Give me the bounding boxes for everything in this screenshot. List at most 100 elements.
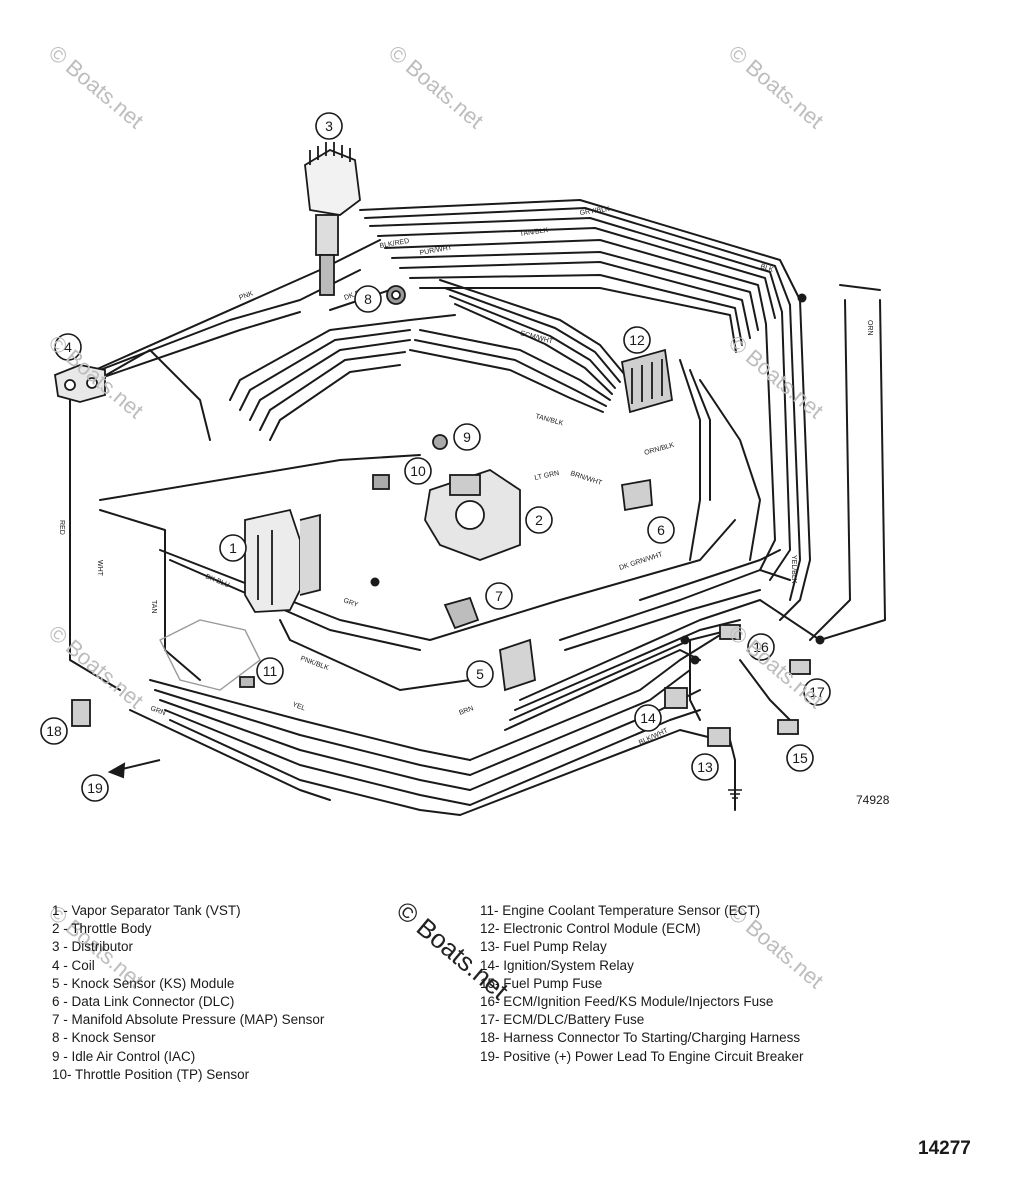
engine-block-outline [159, 619, 261, 691]
callout-4: 4 [54, 333, 82, 361]
harness-outer-loop [69, 399, 736, 816]
svg-text:6: 6 [657, 522, 665, 538]
svg-text:2: 2 [535, 512, 543, 528]
svg-text:10: 10 [410, 463, 426, 479]
legend-item: 9 - Idle Air Control (IAC) [52, 1048, 196, 1064]
wire-label: ECM/WHT [519, 330, 554, 346]
coil [54, 364, 106, 403]
legend-item: 15- Fuel Pump Fuse [480, 975, 603, 991]
callout-14: 14 [634, 704, 662, 732]
coil-lead [94, 239, 381, 371]
harness-right-verticals [679, 284, 886, 641]
harness-left-loop [79, 269, 456, 441]
legend-item: 19- Positive (+) Power Lead To Engine Ci… [480, 1048, 804, 1064]
callout-12: 12 [623, 326, 651, 354]
wire-label: PNK/BLK [299, 655, 329, 672]
svg-text:11: 11 [263, 663, 278, 679]
svg-text:5: 5 [476, 666, 484, 682]
svg-text:14: 14 [640, 710, 656, 726]
iac [432, 434, 448, 450]
wire-label: BLK [759, 263, 774, 274]
svg-text:4: 4 [64, 339, 72, 355]
knock-sensor [386, 285, 406, 305]
wire-label: DK GRN/WHT [618, 551, 664, 572]
wire-label: RED [58, 520, 65, 535]
svg-text:7: 7 [495, 588, 503, 604]
wire-label: GRN [149, 705, 166, 717]
legend-item: 14- Ignition/System Relay [480, 957, 634, 973]
power-lead-arrow [107, 759, 161, 779]
wire-label: TAN/BLK [534, 413, 564, 427]
legend-item: 16- ECM/Ignition Feed/KS Module/Injector… [480, 994, 774, 1010]
callout-7: 7 [485, 582, 513, 610]
harness-lower-right [459, 549, 821, 816]
wire-label: TAN/BLK [519, 227, 549, 238]
wire-label: WHT [96, 560, 103, 577]
callout-6: 6 [647, 516, 675, 544]
legend-item: 12- Electronic Control Module (ECM) [480, 921, 701, 937]
ecm [620, 348, 673, 414]
callout-1: 1 [219, 534, 247, 562]
ignition-relay [664, 687, 688, 709]
legend-item: 7 - Manifold Absolute Pressure (MAP) Sen… [52, 1012, 325, 1028]
legend-left: 1 - Vapor Separator Tank (VST) 2 - Throt… [52, 902, 324, 1084]
svg-text:17: 17 [809, 684, 825, 700]
wire-label: BRN/WHT [569, 470, 603, 487]
callout-18: 18 [40, 717, 68, 745]
fuel-pump-fuse [777, 719, 799, 735]
ecm-dlc-battery-fuse [789, 659, 811, 675]
svg-text:1: 1 [229, 540, 237, 556]
callout-8: 8 [354, 285, 382, 313]
callout-15: 15 [786, 744, 814, 772]
wire-label: GRY [342, 597, 359, 609]
splice-dot [370, 577, 380, 587]
legend-item: 6 - Data Link Connector (DLC) [52, 994, 235, 1010]
svg-text:13: 13 [697, 759, 713, 775]
splice-dot [690, 655, 700, 665]
svg-text:15: 15 [792, 750, 808, 766]
callout-9: 9 [453, 423, 481, 451]
ks-module [499, 638, 536, 692]
callout-19: 19 [81, 774, 109, 802]
svg-text:3: 3 [325, 118, 333, 134]
legend-item: 18- Harness Connector To Starting/Chargi… [480, 1030, 801, 1046]
svg-text:8: 8 [364, 291, 372, 307]
callout-5: 5 [466, 660, 494, 688]
wire-label: LT GRN [534, 470, 560, 482]
distributor [304, 142, 361, 296]
legend-item: 11- Engine Coolant Temperature Sensor (E… [480, 903, 761, 918]
callout-10: 10 [404, 457, 432, 485]
fuel-pump-relay [707, 727, 731, 747]
legend-item: 13- Fuel Pump Relay [480, 939, 607, 955]
legend-item: 3 - Distributor [52, 939, 134, 955]
callout-3: 3 [315, 112, 343, 140]
ground-symbol [728, 789, 742, 810]
splice-dot [815, 635, 825, 645]
harness-center-bundle [409, 279, 626, 413]
callout-13: 13 [691, 753, 719, 781]
legend-item: 17- ECM/DLC/Battery Fuse [480, 1012, 645, 1028]
legend-item: 4 - Coil [52, 957, 95, 973]
legend-right: 11- Engine Coolant Temperature Sensor (E… [480, 902, 804, 1066]
legend-item: 8 - Knock Sensor [52, 1030, 156, 1046]
svg-text:9: 9 [463, 429, 471, 445]
page-number: 14277 [918, 1138, 971, 1159]
callout-16: 16 [747, 633, 775, 661]
legend-item: 10- Throttle Position (TP) Sensor [52, 1066, 250, 1082]
svg-text:19: 19 [87, 780, 103, 796]
dlc-connector [621, 478, 653, 512]
harness-connector [71, 699, 91, 727]
callout-2: 2 [525, 506, 553, 534]
wire-label: TAN [150, 600, 157, 613]
legend-item: 1 - Vapor Separator Tank (VST) [52, 903, 241, 918]
wire-label: YEL/BLK [790, 555, 797, 584]
wire-label: ORN [866, 320, 873, 336]
wire-label: YEL [291, 701, 306, 712]
svg-text:16: 16 [753, 639, 769, 655]
ecm-ignition-fuse [719, 624, 741, 640]
splice-dot [680, 635, 690, 645]
svg-text:18: 18 [46, 723, 62, 739]
callout-11: 11 [256, 657, 284, 685]
vapor-separator-tank [244, 508, 321, 613]
harness-top-bundle [359, 199, 801, 353]
